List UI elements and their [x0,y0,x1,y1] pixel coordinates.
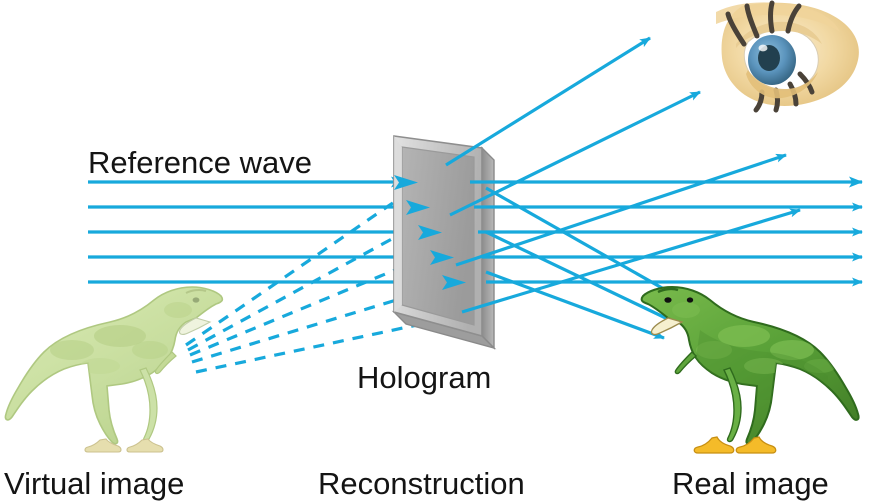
eye-pupil [758,45,780,71]
virtual-image-dashed-rays [185,196,451,374]
reconstruction-label: Reconstruction [318,466,525,501]
virtual-ray [187,226,413,352]
ray-to-eye [445,36,651,167]
virtual-dino-shading [50,302,192,374]
virtual-dino-foot [84,438,122,453]
virtual-ray [195,316,451,374]
reference-wave-rays [88,176,453,287]
virtual-dino-brow [185,288,207,294]
reference-wave-plate-arrowheads [394,175,466,290]
real-dino-hind-leg [723,367,742,443]
virtual-image-label: Virtual image [4,466,184,501]
virtual-dino-foot [126,438,164,453]
hologram-plate-side [481,146,495,350]
real-dino-arm [674,351,698,375]
transmitted-horizontal-rays [470,176,863,287]
eye-lower-lid [746,70,818,99]
real-dino-jaw [650,317,684,336]
virtual-dino-arm [154,351,177,375]
hologram-plate [391,135,497,350]
ray-to-real-image [485,270,665,340]
real-dino-brow [657,287,679,294]
eye-highlight [758,44,768,52]
rays-to-eye [445,36,801,314]
virtual-ray [185,196,401,347]
rays-to-real-image [485,186,693,340]
hologram-label: Hologram [357,360,491,395]
real-dino-foot [735,436,777,454]
virtual-image-dinosaur [4,286,224,453]
virtual-ray [189,256,425,357]
ray-to-eye [461,208,801,314]
ray-to-eye [449,90,701,217]
ray-to-eye [455,153,787,267]
real-dino-eye [686,297,694,303]
hologram-plate-highlight [394,136,402,312]
virtual-dino-hind-leg [139,367,158,443]
ray-to-real-image [485,230,675,324]
eye-lashes-upper [725,0,802,47]
real-dino-foot [693,436,735,454]
virtual-dino-eye [192,297,200,303]
eye-upper-lid [736,21,822,48]
real-dino-eye [664,297,672,303]
ray-to-real-image [485,186,693,307]
real-image-dinosaur [640,285,860,454]
hologram-plate-face [401,146,475,326]
observer-eye [716,0,859,113]
real-image-label: Real image [672,466,829,501]
virtual-dino-jaw [178,317,212,335]
virtual-ray [191,286,437,364]
reference-wave-label: Reference wave [88,145,312,180]
